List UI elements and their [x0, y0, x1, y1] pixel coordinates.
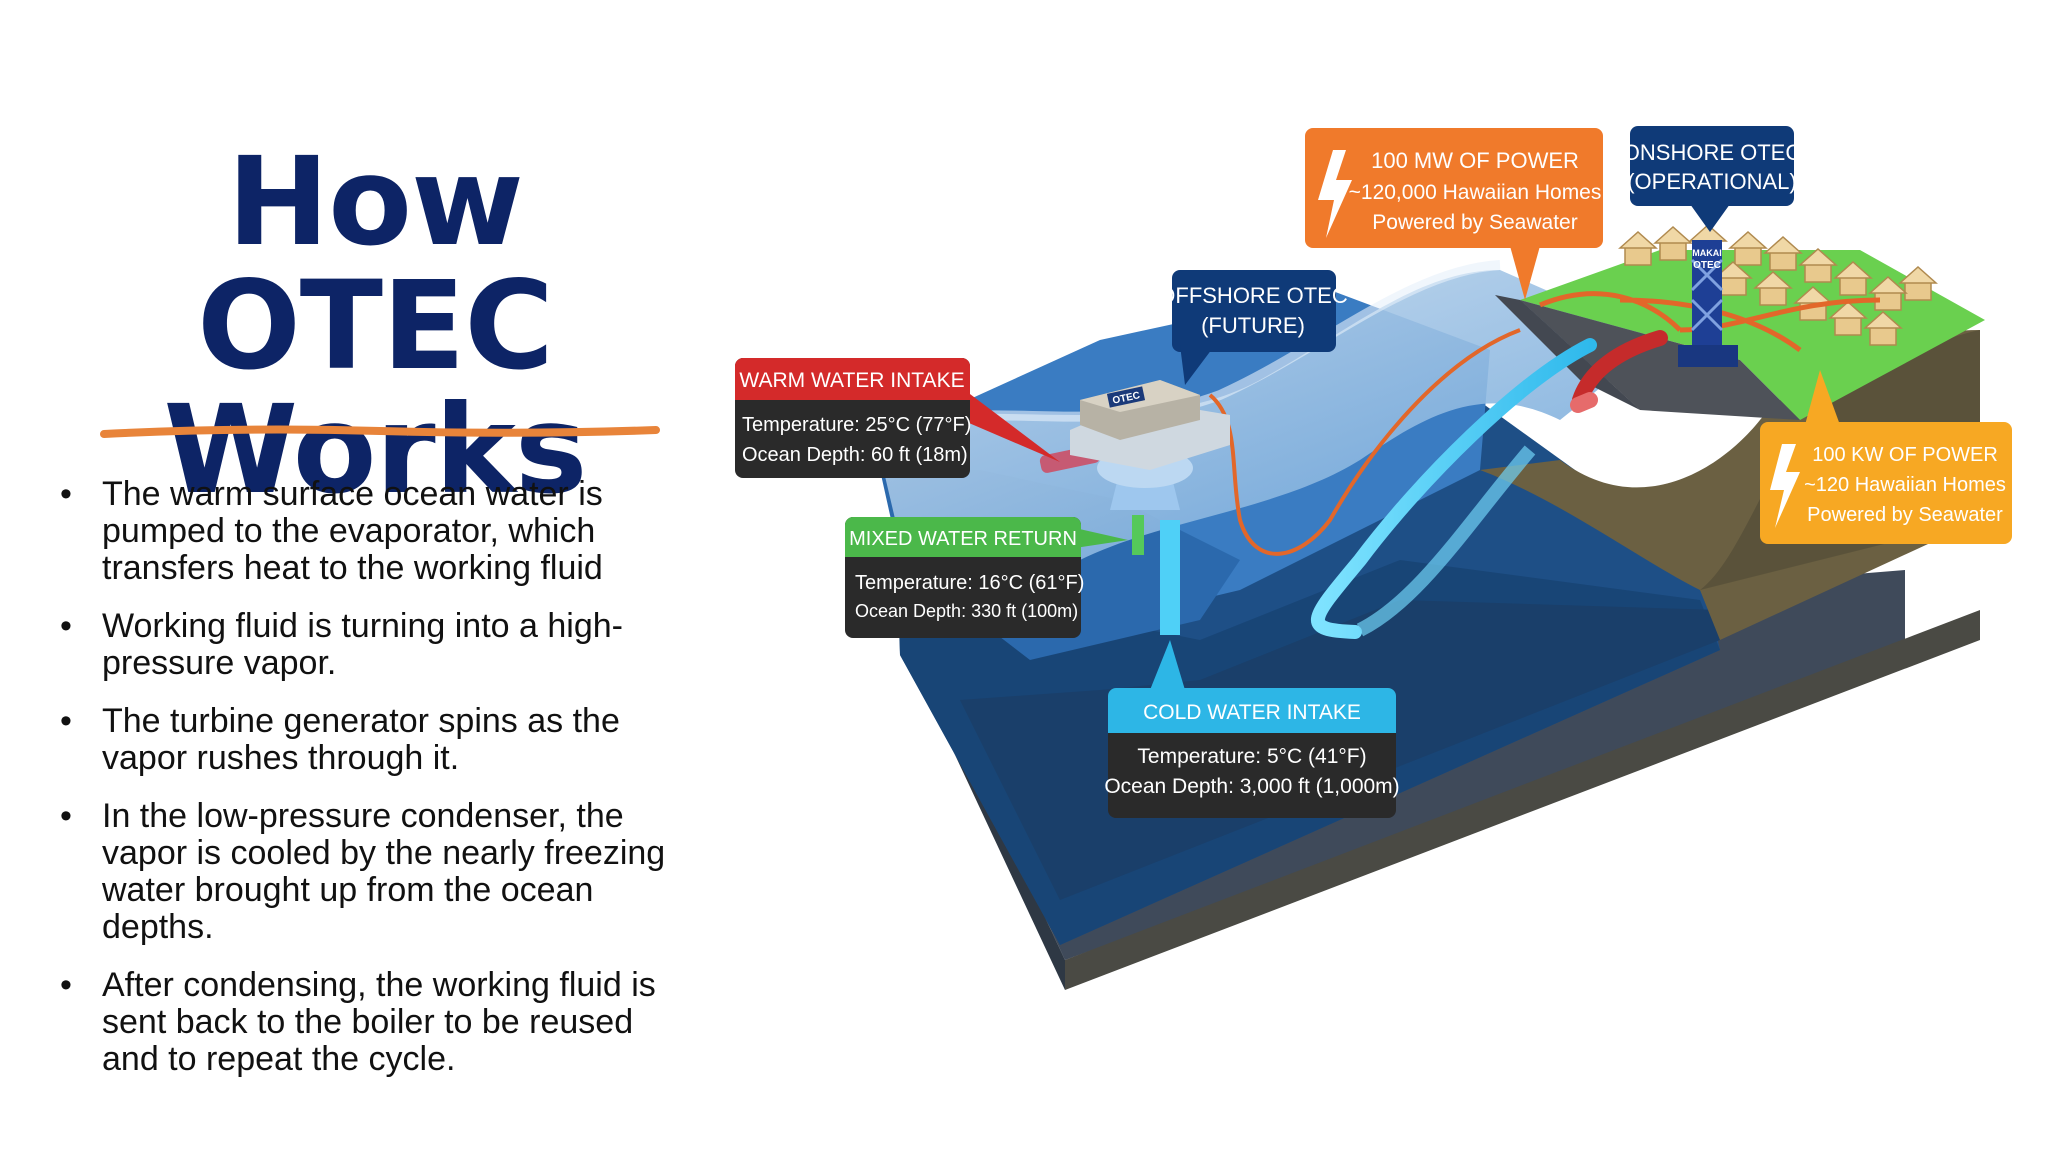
bullet-dot: •: [60, 607, 72, 645]
bullet-item: • The warm surface ocean water is pumped …: [58, 476, 698, 587]
bullet-text: The warm surface ocean water is pumped t…: [102, 475, 603, 587]
offshore-line-1: OFFSHORE OTEC: [1158, 283, 1348, 308]
tower-label-2: OTEC: [1693, 260, 1721, 271]
mw-line-2: ~120,000 Hawaiian Homes: [1349, 181, 1602, 204]
offshore-line-2: (FUTURE): [1201, 313, 1305, 338]
tower-label-1: MAKAI: [1692, 248, 1722, 258]
cold-temp: Temperature: 5°C (41°F): [1137, 745, 1366, 768]
warm-temp: Temperature: 25°C (77°F): [742, 414, 971, 436]
kw-line-1: 100 KW OF POWER: [1812, 444, 1998, 466]
bullet-text: In the low-pressure condenser, the vapor…: [102, 797, 666, 946]
lightning-icon: [1318, 150, 1352, 238]
undersea-cable: [1208, 328, 1521, 556]
mixed-title: MIXED WATER RETURN: [849, 528, 1077, 550]
cold-title: COLD WATER INTAKE: [1143, 701, 1361, 724]
callout-warm-intake: WARM WATER INTAKE Temperature: 25°C (77°…: [735, 358, 1060, 478]
callout-cold-intake: COLD WATER INTAKE Temperature: 5°C (41°F…: [1104, 640, 1400, 818]
bullet-item: • After condensing, the working fluid is …: [58, 967, 698, 1078]
bullet-text: After condensing, the working fluid is s…: [102, 966, 656, 1078]
title-line-2: Works: [163, 379, 588, 521]
kw-line-2: ~120 Hawaiian Homes: [1804, 474, 2006, 496]
callout-100kw: 100 KW OF POWER ~120 Hawaiian Homes Powe…: [1760, 370, 2012, 544]
warm-depth: Ocean Depth: 60 ft (18m): [742, 444, 968, 466]
callout-onshore: ONSHORE OTEC (OPERATIONAL): [1623, 126, 1802, 232]
cold-pipe-lower: [1356, 445, 1536, 637]
cold-water-pipe: [1160, 520, 1180, 635]
onshore-tower: MAKAI OTEC: [1678, 240, 1738, 367]
title-line-1: How OTEC: [197, 131, 554, 397]
title-underline: [100, 425, 660, 438]
callout-mixed-return: MIXED WATER RETURN Temperature: 16°C (61…: [845, 517, 1128, 638]
onshore-warm-pipe: [1572, 330, 1668, 408]
bullet-item: • Working fluid is turning into a high-pr…: [58, 608, 698, 682]
offshore-platform: OTEC: [1070, 380, 1230, 510]
bullet-dot: •: [60, 966, 72, 1004]
onshore-cold-pipe: [1311, 338, 1597, 639]
lightning-icon-small: [1770, 444, 1800, 528]
warm-title: WARM WATER INTAKE: [739, 369, 964, 392]
onshore-line-2: (OPERATIONAL): [1627, 169, 1797, 194]
cold-depth: Ocean Depth: 3,000 ft (1,000m): [1104, 775, 1399, 798]
bullet-list: • The warm surface ocean water is pumped …: [58, 476, 698, 1099]
mixed-depth: Ocean Depth: 330 ft (100m): [855, 601, 1078, 621]
bullet-text: Working fluid is turning into a high-pre…: [102, 607, 623, 682]
slide-title: How OTEC Works: [60, 140, 690, 512]
kw-line-3: Powered by Seawater: [1807, 504, 2003, 526]
otec-diagram: MAKAI OTEC OTEC 100 MW OF POWER ~120,000…: [735, 126, 2012, 990]
bullet-text: The turbine generator spins as the vapor…: [102, 702, 620, 777]
mw-line-1: 100 MW OF POWER: [1371, 148, 1579, 173]
callout-offshore: OFFSHORE OTEC (FUTURE): [1158, 270, 1348, 385]
bullet-dot: •: [60, 475, 72, 513]
bullet-item: • The turbine generator spins as the vapo…: [58, 703, 698, 777]
mixed-temp: Temperature: 16°C (61°F): [855, 572, 1084, 594]
bullet-dot: •: [60, 797, 72, 835]
bullet-dot: •: [60, 702, 72, 740]
mixed-return-pipe: [1132, 515, 1144, 555]
callout-100mw: 100 MW OF POWER ~120,000 Hawaiian Homes …: [1305, 128, 1603, 300]
bullet-item: • In the low-pressure condenser, the vapo…: [58, 798, 698, 946]
onshore-line-1: ONSHORE OTEC: [1623, 140, 1802, 165]
mw-line-3: Powered by Seawater: [1372, 211, 1577, 234]
